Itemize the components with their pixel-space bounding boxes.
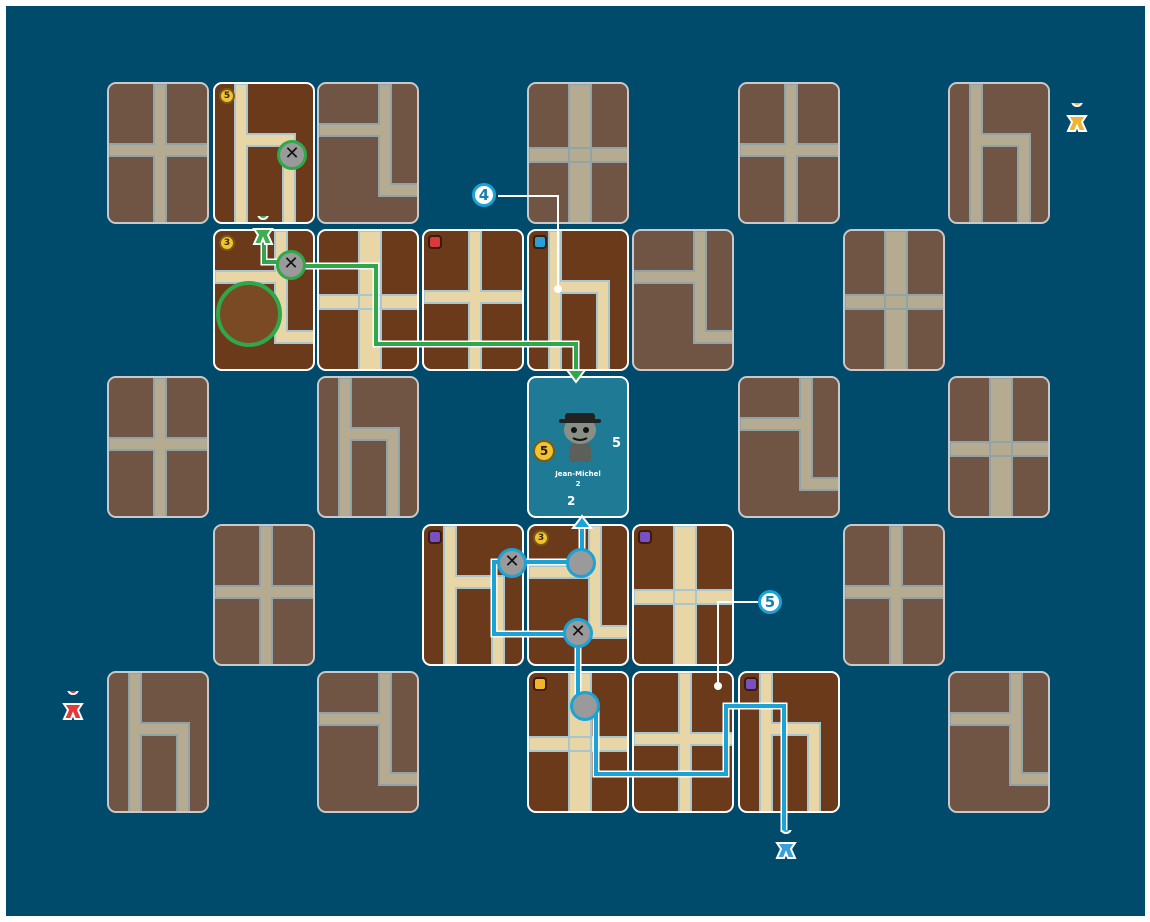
corridor-art <box>109 378 209 518</box>
yellow-meeple-icon <box>1062 103 1092 133</box>
dungeon-card[interactable] <box>422 229 524 371</box>
corridor-art <box>845 231 945 371</box>
x-marker-icon: ✕ <box>277 140 307 170</box>
dungeon-card[interactable] <box>213 524 315 666</box>
corridor-art <box>740 84 840 224</box>
dungeon-card[interactable] <box>632 524 734 666</box>
dungeon-card[interactable] <box>738 671 840 813</box>
x-marker-icon: ✕ <box>563 618 593 648</box>
dungeon-card[interactable] <box>738 376 840 518</box>
game-board: 5 3 5 5 Jean-Michel 2 2 <box>6 6 1145 916</box>
dungeon-card[interactable] <box>843 229 945 371</box>
dungeon-card[interactable] <box>107 82 209 224</box>
callout-4: 4 <box>472 183 496 207</box>
blue-meeple-icon <box>771 830 801 860</box>
corridor-art <box>950 673 1050 813</box>
corridor-art <box>740 673 840 813</box>
dungeon-card[interactable] <box>317 82 419 224</box>
corridor-art <box>424 231 524 371</box>
dungeon-card[interactable] <box>317 671 419 813</box>
room-badge <box>533 235 547 249</box>
room-badge <box>428 235 442 249</box>
dungeon-card[interactable] <box>948 376 1050 518</box>
green-meeple-icon <box>248 216 278 246</box>
corridor-art <box>845 526 945 666</box>
corridor-art <box>950 378 1050 518</box>
room-badge <box>533 677 547 691</box>
key-marker-icon <box>570 691 600 721</box>
dungeon-card[interactable] <box>422 524 524 666</box>
boot-item-icon <box>216 281 282 347</box>
coin-badge: 3 <box>219 235 235 251</box>
corridor-art <box>319 231 419 371</box>
x-marker-icon: ✕ <box>497 548 527 578</box>
dungeon-card[interactable] <box>948 82 1050 224</box>
key-marker-icon <box>566 548 596 578</box>
coin-badge: 3 <box>533 530 549 546</box>
dungeon-card[interactable] <box>738 82 840 224</box>
corridor-art <box>529 231 629 371</box>
x-marker-icon: ✕ <box>276 250 306 280</box>
dungeon-card[interactable] <box>948 671 1050 813</box>
dungeon-card[interactable] <box>843 524 945 666</box>
corridor-art <box>109 84 209 224</box>
red-meeple-icon <box>58 691 88 721</box>
dungeon-card[interactable] <box>527 82 629 224</box>
coin-badge: 5 <box>219 88 235 104</box>
dungeon-card[interactable] <box>632 671 734 813</box>
corridor-art <box>634 231 734 371</box>
corridor-art <box>319 378 419 518</box>
corridor-art <box>950 84 1050 224</box>
corridor-art <box>319 673 419 813</box>
callout-5: 5 <box>758 590 782 614</box>
dungeon-card[interactable] <box>107 376 209 518</box>
corridor-art <box>424 526 524 666</box>
corridor-art <box>634 673 734 813</box>
dungeon-card[interactable] <box>527 229 629 371</box>
room-badge <box>744 677 758 691</box>
dungeon-card[interactable] <box>632 229 734 371</box>
corridor-art <box>319 84 419 224</box>
corridor-art <box>215 526 315 666</box>
corridor-art <box>109 673 209 813</box>
boss-card[interactable]: 5 5 Jean-Michel 2 2 <box>527 376 629 518</box>
corridor-art <box>740 378 840 518</box>
dungeon-card[interactable] <box>317 376 419 518</box>
room-badge <box>638 530 652 544</box>
goblin-boss-icon <box>529 378 629 518</box>
dungeon-card[interactable] <box>107 671 209 813</box>
corridor-art <box>529 84 629 224</box>
room-badge <box>428 530 442 544</box>
corridor-art <box>634 526 734 666</box>
dungeon-card[interactable] <box>317 229 419 371</box>
